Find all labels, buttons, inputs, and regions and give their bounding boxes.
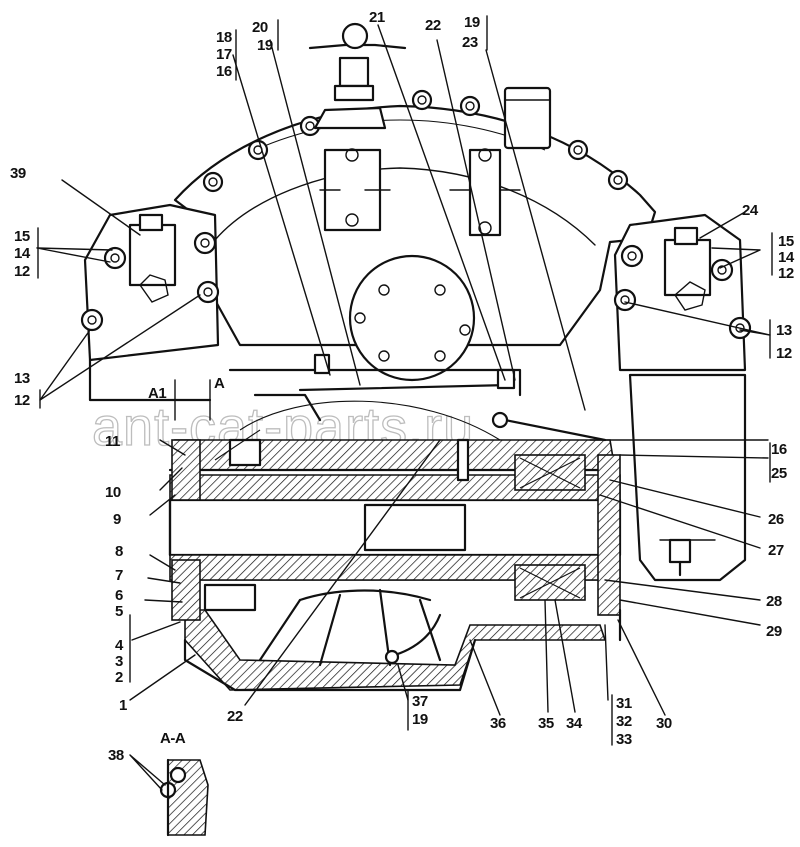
rim-bolts	[202, 89, 629, 193]
label-19a: 19	[257, 37, 273, 54]
label-39: 39	[10, 165, 26, 182]
center-cover	[348, 254, 476, 382]
section-a-a-detail	[159, 758, 209, 837]
label-11: 11	[105, 433, 120, 450]
label-3: 3	[115, 653, 123, 670]
label-12b: 12	[778, 265, 794, 282]
label-32: 32	[616, 713, 632, 730]
label-24: 24	[742, 202, 759, 219]
callout-labels: 18 17 16 20 19 21 22 19 23 39 15 14 12 2…	[10, 9, 795, 764]
label-13a: 13	[14, 370, 30, 387]
label-15a: 15	[14, 228, 30, 245]
label-30: 30	[656, 715, 672, 732]
label-37: 37	[412, 693, 428, 710]
top-bracket	[308, 22, 407, 232]
label-4: 4	[115, 637, 124, 654]
label-27: 27	[768, 542, 784, 559]
label-a: A	[214, 375, 225, 392]
label-26: 26	[768, 511, 784, 528]
inner-lever	[449, 148, 521, 237]
label-16: 16	[216, 63, 232, 80]
label-33: 33	[616, 731, 632, 748]
label-section-a-a: A-A	[160, 730, 186, 747]
label-36: 36	[490, 715, 506, 732]
label-23a: 23	[462, 34, 478, 51]
label-21: 21	[369, 9, 385, 26]
label-15b: 15	[778, 233, 794, 250]
housing-outline	[173, 86, 657, 347]
label-16b: 16	[771, 441, 787, 458]
label-31: 31	[616, 695, 632, 712]
label-6: 6	[115, 587, 123, 604]
label-25: 25	[771, 465, 787, 482]
label-12c: 12	[14, 392, 30, 409]
label-17: 17	[216, 46, 232, 63]
label-29: 29	[766, 623, 782, 640]
label-14a: 14	[14, 245, 31, 262]
label-28: 28	[766, 593, 782, 610]
label-8: 8	[115, 543, 123, 560]
label-5: 5	[115, 603, 123, 620]
label-7: 7	[115, 567, 123, 584]
label-2: 2	[115, 669, 123, 686]
label-35: 35	[538, 715, 554, 732]
label-38: 38	[108, 747, 124, 764]
label-1: 1	[119, 697, 127, 714]
label-20: 20	[252, 19, 268, 36]
label-34: 34	[566, 715, 583, 732]
label-9: 9	[113, 511, 121, 528]
label-a1: A1	[148, 385, 166, 402]
label-14b: 14	[778, 249, 795, 266]
leader-lines	[36, 15, 773, 791]
left-bracket	[80, 203, 220, 402]
lower-housing-section	[168, 353, 622, 692]
label-10: 10	[105, 484, 121, 501]
label-19c: 19	[412, 711, 428, 728]
right-bracket	[613, 213, 752, 582]
label-12a: 12	[14, 263, 30, 280]
label-18: 18	[216, 29, 232, 46]
label-13b: 13	[776, 322, 792, 339]
label-19b: 19	[464, 14, 480, 31]
label-22b: 22	[227, 708, 243, 725]
label-22a: 22	[425, 17, 441, 34]
label-12d: 12	[776, 345, 792, 362]
